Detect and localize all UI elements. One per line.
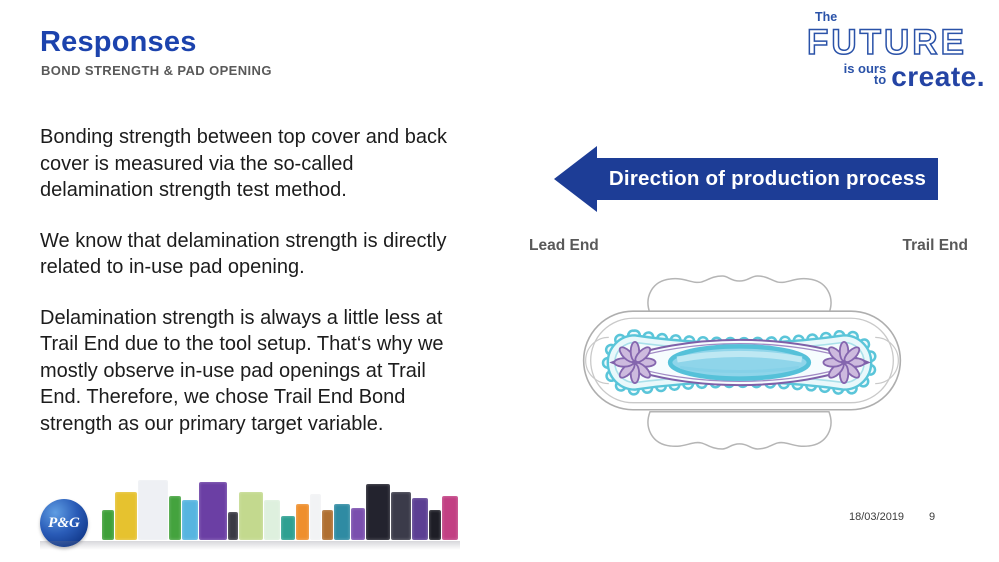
product-item [429,510,441,540]
page-subtitle: BOND STRENGTH & PAD OPENING [41,63,272,78]
product-item [442,496,458,540]
product-item [412,498,428,540]
logo-word-future-outline: FUTURE [806,24,967,62]
arrow-label: Direction of production process [608,167,927,190]
product-lineup-reflection [40,541,460,550]
product-item [264,500,280,540]
body-paragraph-1: Bonding strength between top cover and b… [40,126,447,201]
slide-number: 9 [929,511,936,523]
footer-date: 18/03/2019 [849,511,905,523]
trail-end-label: Trail End [902,237,968,254]
body-paragraph-3: Delamination strength is always a little… [40,306,444,435]
pad-cap-line-left [585,336,609,385]
product-item [102,510,114,540]
product-item [169,496,181,540]
product-item [310,494,321,540]
pad-core-shade [679,366,800,374]
pg-logo-text: P&G [48,514,80,531]
product-item [391,492,411,540]
product-item [351,508,365,540]
flower-right-icon [822,340,866,385]
page-title: Responses [40,26,197,58]
product-item [138,480,168,540]
product-item [228,512,238,540]
product-item [366,484,390,540]
arrow-shaft: Direction of production process [597,158,938,200]
pad-core-highlight [676,350,803,363]
product-item [281,516,295,540]
product-lineup [102,478,460,540]
product-item [296,504,309,540]
logo-word-create: create. [891,61,985,92]
pg-logo: P&G [40,499,88,547]
body-paragraph-2: We know that delamination strength is di… [40,229,447,279]
future-create-logo: The FUTURE is ours to create. [805,10,985,92]
lead-end-label: Lead End [529,237,599,254]
product-item [334,504,350,540]
product-item [115,492,137,540]
pad-body-inner-outline [590,317,894,404]
logo-word-future: FUTURE [807,24,967,62]
arrow-head-icon [554,146,597,212]
pad-cap-line-right [875,336,899,385]
logo-words-is-ours-to: is ours to [843,61,887,87]
pad-diagram [582,275,902,450]
pad-wing-bottom [647,411,832,450]
pad-wing-top [647,275,832,314]
product-item [182,500,198,540]
body-text: Bonding strength between top cover and b… [40,124,510,461]
product-item [322,510,333,540]
logo-word-the: The [815,10,838,24]
product-item [199,482,227,540]
flower-left-icon [613,340,657,385]
logo-word-is-ours: is ours [843,61,887,76]
product-item [239,492,263,540]
logo-word-to: to [873,72,887,87]
production-direction-arrow: Direction of production process [554,146,938,212]
